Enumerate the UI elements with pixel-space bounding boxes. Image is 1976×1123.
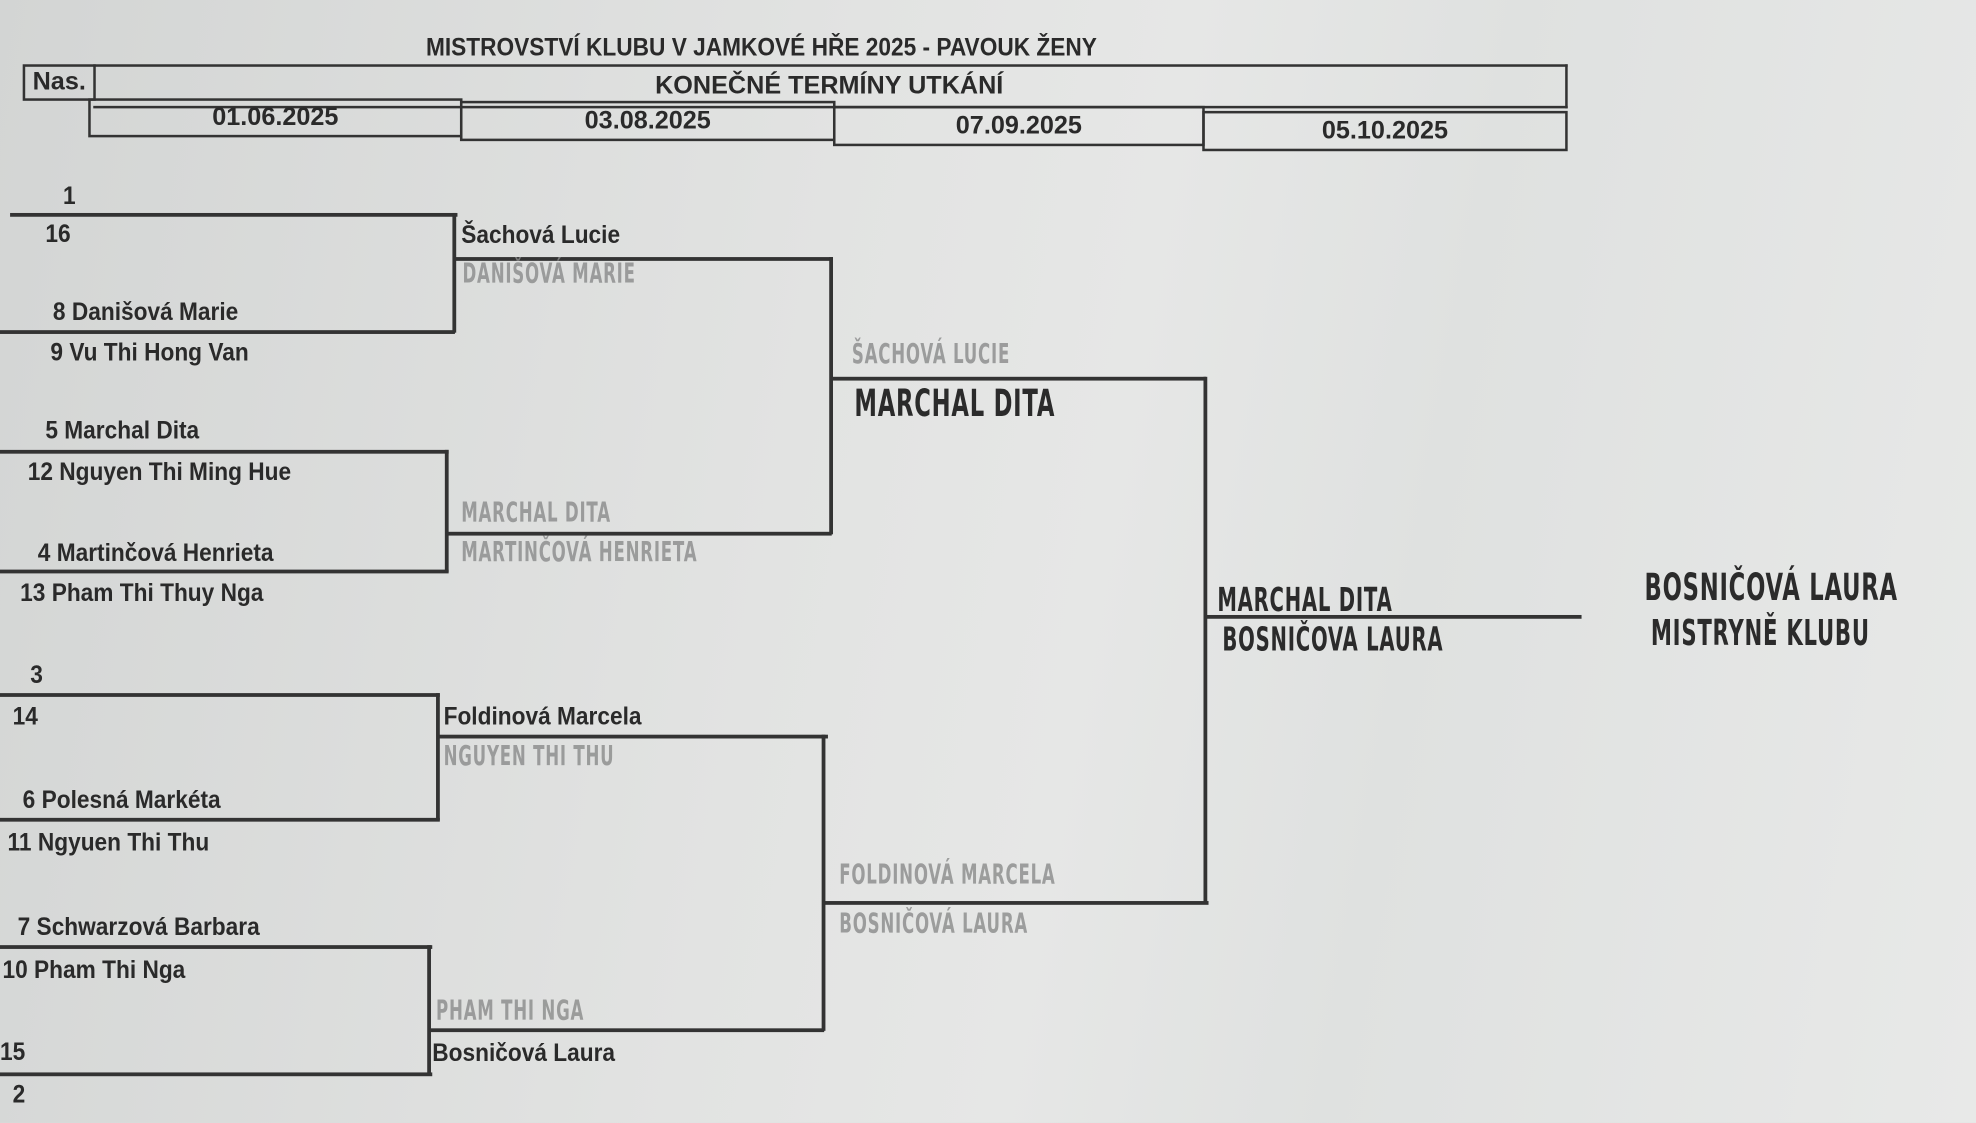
bracket-line bbox=[446, 531, 832, 535]
entry: 9 Vu Thi Hong Van bbox=[50, 338, 249, 367]
bracket-line bbox=[824, 901, 1209, 905]
bracket-line bbox=[0, 817, 440, 822]
entry: 15 bbox=[0, 1038, 26, 1067]
entry: 16 bbox=[45, 220, 71, 249]
dates-header: KONEČNÉ TERMÍNY UTKÁNÍ bbox=[93, 64, 1568, 109]
handwritten-entry: DANIŠOVÁ MARIE bbox=[462, 258, 636, 290]
entry: Bosničová Laura bbox=[432, 1039, 616, 1068]
finalist-bottom: BOSNIČOVA LAURA bbox=[1222, 621, 1444, 660]
champion-name: BOSNIČOVÁ LAURA bbox=[1644, 565, 1898, 610]
bracket-line bbox=[437, 734, 828, 738]
bracket-line bbox=[427, 945, 431, 1075]
bracket-line bbox=[0, 449, 449, 454]
entry: Šachová Lucie bbox=[461, 221, 621, 250]
entry: 11 Ngyuen Thi Thu bbox=[7, 829, 210, 857]
entry: 14 bbox=[12, 703, 38, 731]
seed-label: 3 bbox=[30, 661, 43, 690]
bracket-line bbox=[0, 330, 455, 334]
handwritten-entry: FOLDINOVÁ MARCELA bbox=[839, 859, 1056, 891]
bracket-line bbox=[0, 1072, 433, 1076]
bracket-line bbox=[829, 257, 833, 535]
entry: Foldinová Marcela bbox=[443, 703, 642, 731]
champion-title: MISTRYNĚ KLUBU bbox=[1650, 612, 1870, 655]
entry: 12 Nguyen Thi Ming Hue bbox=[27, 458, 292, 487]
handwritten-entry: NGUYEN THI THU bbox=[443, 740, 615, 773]
entry: 7 Schwarzová Barbara bbox=[17, 913, 260, 942]
date-final: 05.10.2025 bbox=[1202, 110, 1568, 152]
handwritten-entry: BOSNIČOVÁ LAURA bbox=[839, 908, 1029, 941]
handwritten-entry: ŠACHOVÁ LUCIE bbox=[851, 338, 1011, 371]
handwritten-entry: MARCHAL DITA bbox=[461, 497, 611, 530]
handwritten-entry: MARTINČOVÁ HENRIETA bbox=[461, 536, 698, 569]
date-round-1: 01.06.2025 bbox=[88, 98, 463, 138]
seed-label: 2 bbox=[12, 1081, 26, 1109]
bracket-line bbox=[452, 212, 456, 333]
seed-label: 1 bbox=[63, 182, 76, 211]
entry: 13 Pham Thi Thuy Nga bbox=[20, 579, 264, 608]
entry: 10 Pham Thi Nga bbox=[2, 956, 186, 985]
entry: 8 Danišová Marie bbox=[52, 298, 239, 327]
finalist-top: MARCHAL DITA bbox=[1217, 582, 1393, 621]
entry: 5 Marchal Dita bbox=[45, 417, 200, 445]
bracket-line bbox=[0, 945, 433, 949]
bracket-line bbox=[10, 212, 458, 217]
bracket-line bbox=[1203, 376, 1207, 904]
bracket-line bbox=[444, 449, 449, 573]
bracket-line bbox=[454, 257, 833, 261]
handwritten-winner: MARCHAL DITA bbox=[854, 381, 1056, 426]
bracket-line bbox=[831, 376, 1207, 380]
bracket-line bbox=[821, 734, 825, 1031]
handwritten-entry: PHAM THI NGA bbox=[436, 995, 585, 1028]
date-round-3: 07.09.2025 bbox=[832, 105, 1205, 147]
bracket-line bbox=[0, 693, 440, 697]
entry: 4 Martinčová Henrieta bbox=[37, 539, 274, 568]
seed-header: Nas. bbox=[22, 64, 96, 101]
bracket-line bbox=[429, 1028, 825, 1032]
page-title: MISTROVSTVÍ KLUBU V JAMKOVÉ HŘE 2025 - P… bbox=[425, 34, 1097, 62]
bracket-line bbox=[0, 569, 449, 573]
bracket-line bbox=[436, 693, 440, 821]
bracket-line bbox=[1206, 614, 1582, 619]
date-round-2: 03.08.2025 bbox=[459, 100, 836, 142]
entry: 6 Polesná Markéta bbox=[22, 786, 221, 815]
